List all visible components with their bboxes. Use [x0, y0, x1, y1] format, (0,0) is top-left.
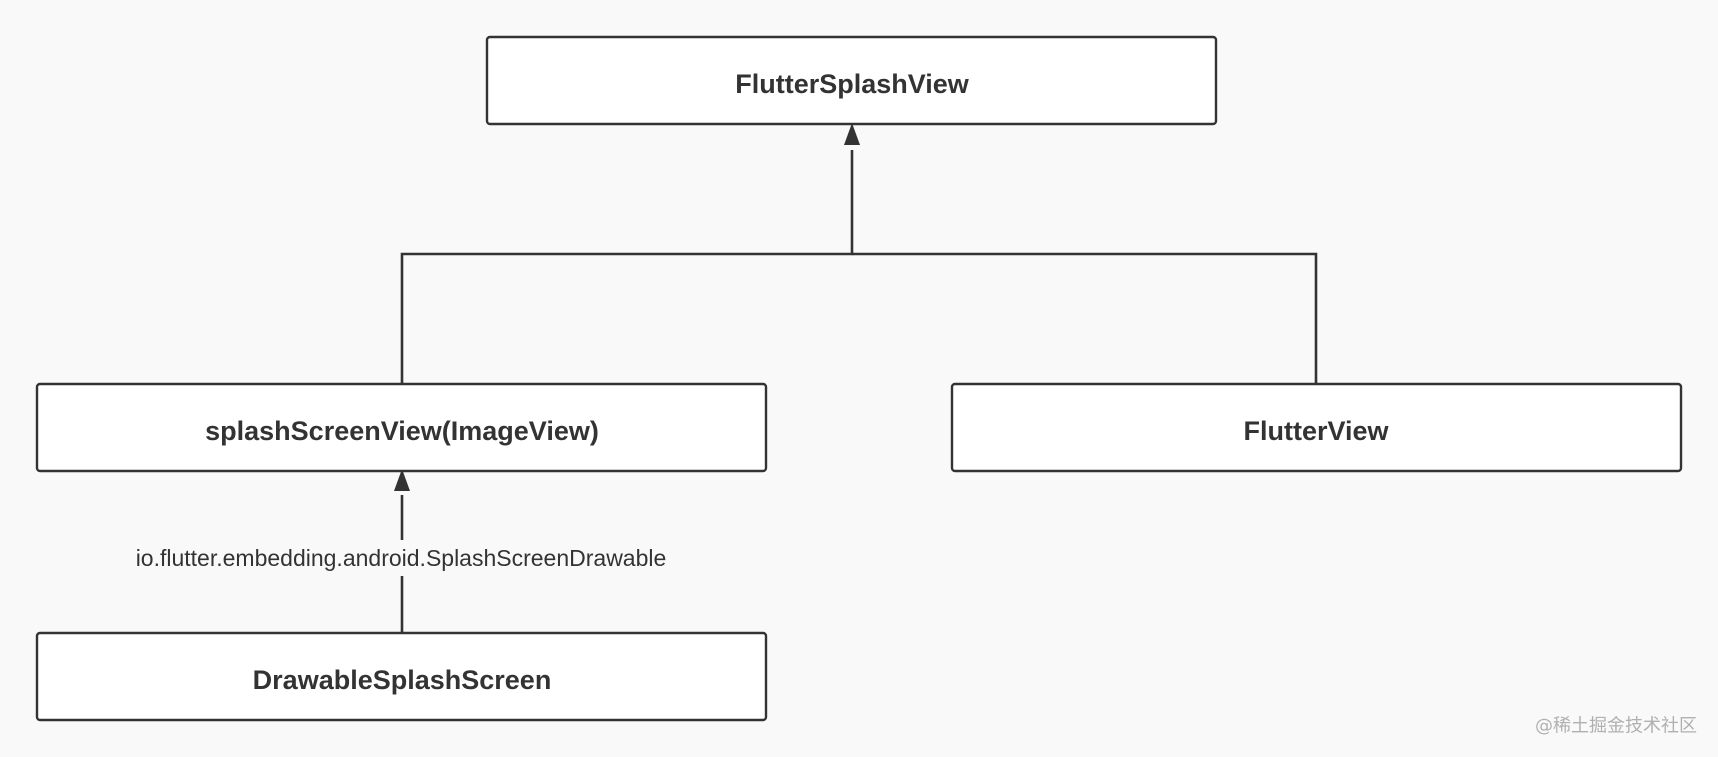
node-flutter-view[interactable]: FlutterView — [950, 382, 1683, 473]
arrowhead-up-icon — [394, 469, 410, 491]
node-label: FlutterSplashView — [735, 69, 970, 99]
edge-line-flutter-view — [852, 252, 1318, 383]
arrowhead-up-icon — [844, 123, 860, 145]
node-label: splashScreenView(ImageView) — [205, 416, 599, 446]
edge-drawable-to-splash-screen-view: io.flutter.embedding.android.SplashScree… — [94, 469, 708, 632]
edge-children-to-flutter-splash-view — [400, 123, 1318, 383]
edge-label-background — [94, 540, 708, 576]
node-flutter-splash-view[interactable]: FlutterSplashView — [485, 35, 1218, 126]
edge-line-splash-screen-view — [400, 150, 854, 383]
node-label: FlutterView — [1243, 416, 1389, 446]
edge-label: io.flutter.embedding.android.SplashScree… — [136, 545, 667, 571]
node-label: DrawableSplashScreen — [253, 665, 552, 695]
node-drawable-splash-screen[interactable]: DrawableSplashScreen — [35, 631, 768, 722]
node-splash-screen-view[interactable]: splashScreenView(ImageView) — [35, 382, 768, 473]
watermark: @稀土掘金技术社区 — [1535, 716, 1697, 737]
